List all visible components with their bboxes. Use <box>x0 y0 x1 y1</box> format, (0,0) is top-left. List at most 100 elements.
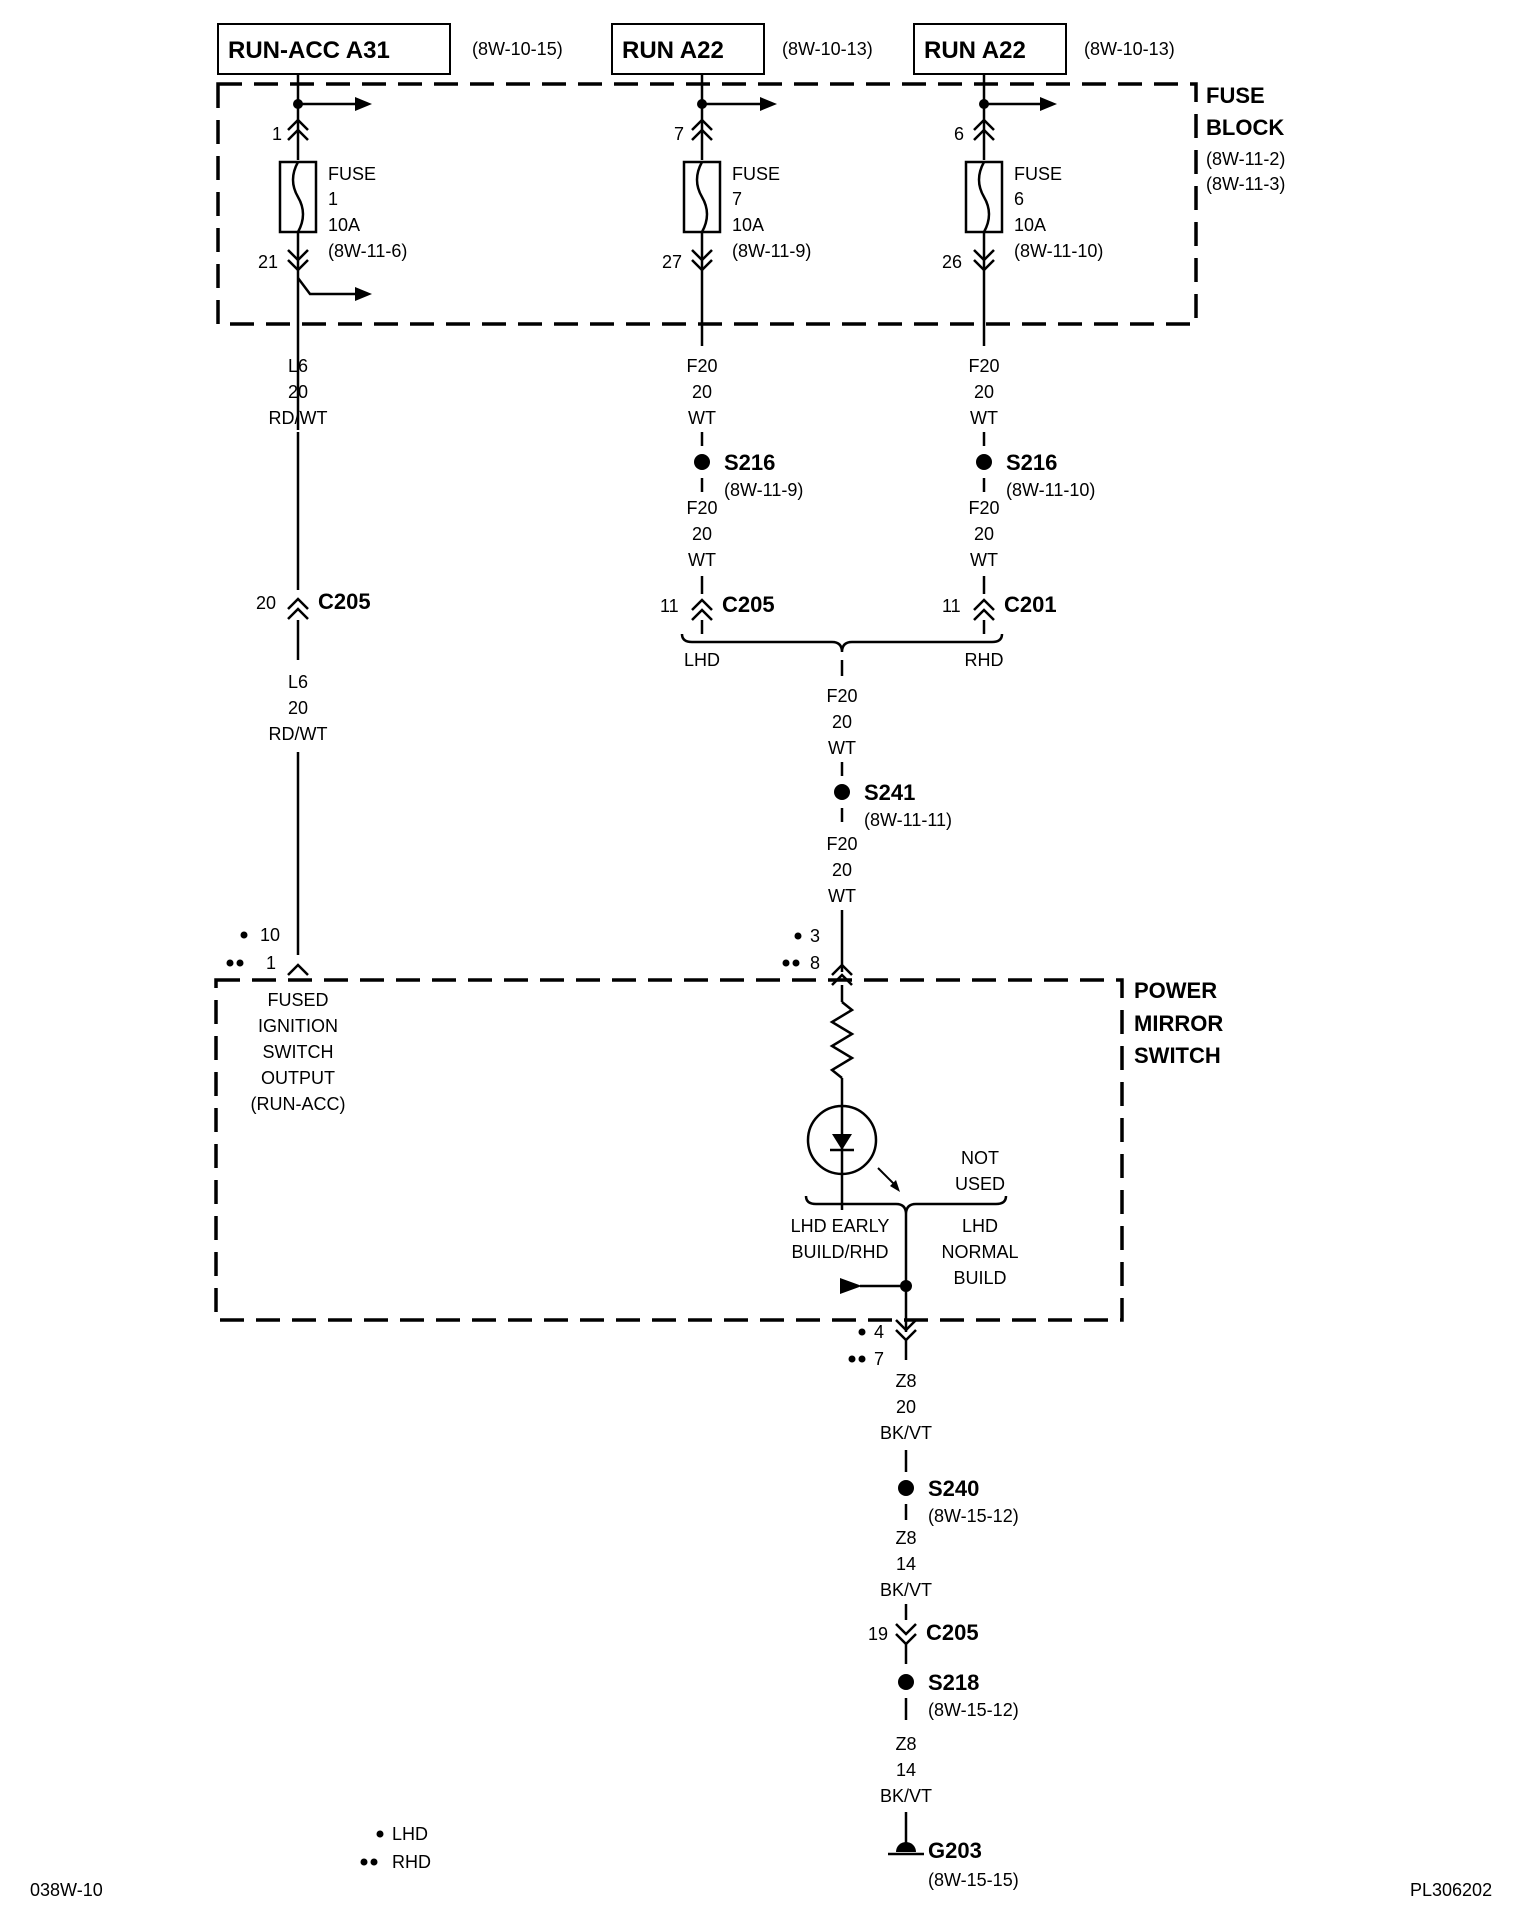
svg-text:4: 4 <box>874 1322 884 1342</box>
ground-ref: (8W-15-15) <box>928 1870 1019 1890</box>
connector-name: C205 <box>926 1620 979 1645</box>
svg-text:20: 20 <box>288 698 308 718</box>
svg-text:FUSE: FUSE <box>1014 164 1062 184</box>
svg-text:7: 7 <box>874 1349 884 1369</box>
fused-ignition-label: FUSED IGNITION SWITCH OUTPUT (RUN-ACC) <box>251 990 346 1114</box>
pin-label: 1 <box>272 124 282 144</box>
svg-text:FUSE: FUSE <box>328 164 376 184</box>
svg-text:RD/WT: RD/WT <box>269 408 328 428</box>
svg-text:WT: WT <box>688 550 716 570</box>
svg-text:WT: WT <box>970 550 998 570</box>
svg-text:10A: 10A <box>328 215 360 235</box>
svg-text:F20: F20 <box>826 686 857 706</box>
svg-text:11: 11 <box>660 596 679 616</box>
legend-double-dot <box>360 1858 368 1866</box>
source-ref: (8W-10-15) <box>472 39 563 59</box>
svg-text:WT: WT <box>828 886 856 906</box>
switch-pin-ignition: 10 1 <box>226 925 309 976</box>
fuse-7: 7 FUSE 7 10A (8W-11-9) 27 <box>662 74 811 346</box>
splice-name: S241 <box>864 780 915 805</box>
svg-text:6: 6 <box>1014 189 1024 209</box>
switch-title: POWER <box>1134 978 1217 1003</box>
pin-label: 26 <box>942 252 962 272</box>
svg-text:LHD EARLY: LHD EARLY <box>791 1216 890 1236</box>
svg-text:IGNITION: IGNITION <box>258 1016 338 1036</box>
wire-f20-7-upper: F20 20 WT <box>686 356 717 428</box>
svg-text:20: 20 <box>692 382 712 402</box>
svg-text:F20: F20 <box>968 498 999 518</box>
splice-s216-lhd-dot <box>694 454 710 470</box>
brace-label-lhd: LHD <box>684 650 720 670</box>
svg-text:19: 19 <box>868 1624 888 1644</box>
svg-text:(8W-11-9): (8W-11-9) <box>732 241 811 261</box>
source-ref: (8W-10-13) <box>782 39 873 59</box>
pin-label: 6 <box>954 124 964 144</box>
lhd-rhd-brace: LHD RHD <box>680 633 1004 670</box>
source-label: RUN A22 <box>622 37 724 64</box>
svg-text:11: 11 <box>942 596 961 616</box>
splice-s216-rhd-dot <box>976 454 992 470</box>
footer-figure-code: PL306202 <box>1410 1880 1492 1900</box>
wire-f20-7-lower: F20 20 WT <box>686 498 717 570</box>
svg-text:20: 20 <box>974 382 994 402</box>
source-run-a22-left: RUN A22 (8W-10-13) <box>611 23 873 75</box>
led-symbol <box>806 1104 900 1210</box>
connector-name: C205 <box>318 589 371 614</box>
fuse-1: 1 FUSE 1 10A (8W-11-6) 21 <box>258 74 407 430</box>
pin-label: 21 <box>258 252 278 272</box>
legend-single-dot <box>376 1830 384 1838</box>
svg-text:BK/VT: BK/VT <box>880 1423 932 1443</box>
svg-text:F20: F20 <box>968 356 999 376</box>
splice-ref: (8W-11-11) <box>864 810 952 830</box>
resistor-symbol <box>829 1001 855 1079</box>
svg-text:SWITCH: SWITCH <box>263 1042 334 1062</box>
svg-text:20: 20 <box>692 524 712 544</box>
connector-c205-lhd: 11 C205 <box>660 592 775 621</box>
wire-f20-6-upper: F20 20 WT <box>968 356 999 428</box>
connector-c205-l6: 20 C205 <box>256 589 371 620</box>
brace-label-rhd: RHD <box>965 650 1004 670</box>
splice-name: S216 <box>1006 450 1057 475</box>
splice-ref: (8W-15-12) <box>928 1506 1019 1526</box>
svg-text:(8W-11-6): (8W-11-6) <box>328 241 407 261</box>
fuse-6: 6 FUSE 6 10A (8W-11-10) 26 <box>942 74 1103 346</box>
fuse-block-title: BLOCK <box>1206 115 1284 140</box>
pin-label: 27 <box>662 252 682 272</box>
svg-text:Z8: Z8 <box>895 1734 916 1754</box>
connector-c205-ground: 19 C205 <box>868 1620 979 1646</box>
splice-ref: (8W-11-9) <box>724 480 803 500</box>
svg-text:RD/WT: RD/WT <box>269 724 328 744</box>
svg-text:10: 10 <box>260 925 280 945</box>
source-run-a22-right: RUN A22 (8W-10-13) <box>913 23 1175 75</box>
svg-text:LHD: LHD <box>962 1216 998 1236</box>
svg-text:BK/VT: BK/VT <box>880 1580 932 1600</box>
splice-ref: (8W-11-10) <box>1006 480 1095 500</box>
svg-text:Z8: Z8 <box>895 1371 916 1391</box>
svg-text:L6: L6 <box>288 672 308 692</box>
pin-label: 7 <box>674 124 684 144</box>
switch-pin-illumination: 3 8 <box>782 926 853 986</box>
svg-text:20: 20 <box>896 1397 916 1417</box>
svg-text:WT: WT <box>828 738 856 758</box>
wire-l6-upper: L6 20 RD/WT <box>269 356 328 428</box>
svg-text:BUILD/RHD: BUILD/RHD <box>791 1242 888 1262</box>
build-brace: LHD EARLY BUILD/RHD LHD NORMAL BUILD <box>791 1195 1019 1288</box>
splice-s241-dot <box>834 784 850 800</box>
svg-text:10A: 10A <box>1014 215 1046 235</box>
splice-name: S240 <box>928 1476 979 1501</box>
wire-z8-14-upper: Z8 14 BK/VT <box>880 1528 932 1600</box>
svg-text:20: 20 <box>832 712 852 732</box>
svg-text:L6: L6 <box>288 356 308 376</box>
power-mirror-switch-outline <box>214 978 1124 1322</box>
switch-title: MIRROR <box>1134 1011 1223 1036</box>
not-used-label: NOT <box>961 1148 999 1168</box>
svg-text:OUTPUT: OUTPUT <box>261 1068 335 1088</box>
splice-s240-dot <box>898 1480 914 1496</box>
svg-text:F20: F20 <box>826 834 857 854</box>
wire-f20-6-lower: F20 20 WT <box>968 498 999 570</box>
connector-name: C205 <box>722 592 775 617</box>
fuse-block-ref: (8W-11-2) <box>1206 149 1285 169</box>
svg-text:3: 3 <box>810 926 820 946</box>
fuse-block-title: FUSE <box>1206 83 1265 108</box>
